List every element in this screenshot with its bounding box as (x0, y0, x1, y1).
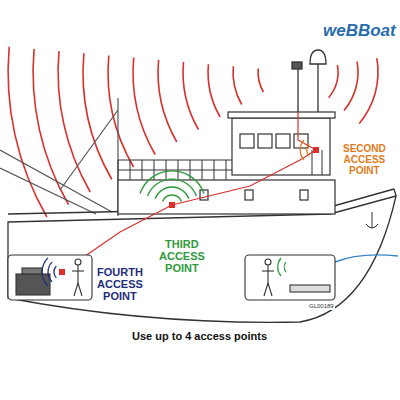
signal-arcs (278, 258, 286, 276)
signal-arcs (140, 171, 204, 202)
drawing-code: GL00189 (308, 303, 335, 310)
access-point (59, 147, 319, 275)
brand-logo: weBBoat (322, 22, 397, 41)
deckhouse (118, 112, 335, 214)
mast-antenna (292, 50, 326, 112)
signal-arcs (300, 140, 309, 160)
engine-room (8, 255, 92, 300)
crew-cabin (245, 255, 335, 300)
callout-label: SECOND ACCESS POINT (342, 143, 387, 176)
crane-boom (0, 98, 118, 216)
callout-label: THIRD ACCESS POINT (158, 238, 206, 274)
water-line (335, 255, 398, 262)
caption: Use up to 4 access points (131, 330, 268, 342)
callout-label: FOURTH ACCESS POINT (96, 266, 144, 302)
anchor (366, 212, 378, 228)
signal-arcs (8, 47, 378, 217)
signal-arcs (42, 258, 56, 286)
